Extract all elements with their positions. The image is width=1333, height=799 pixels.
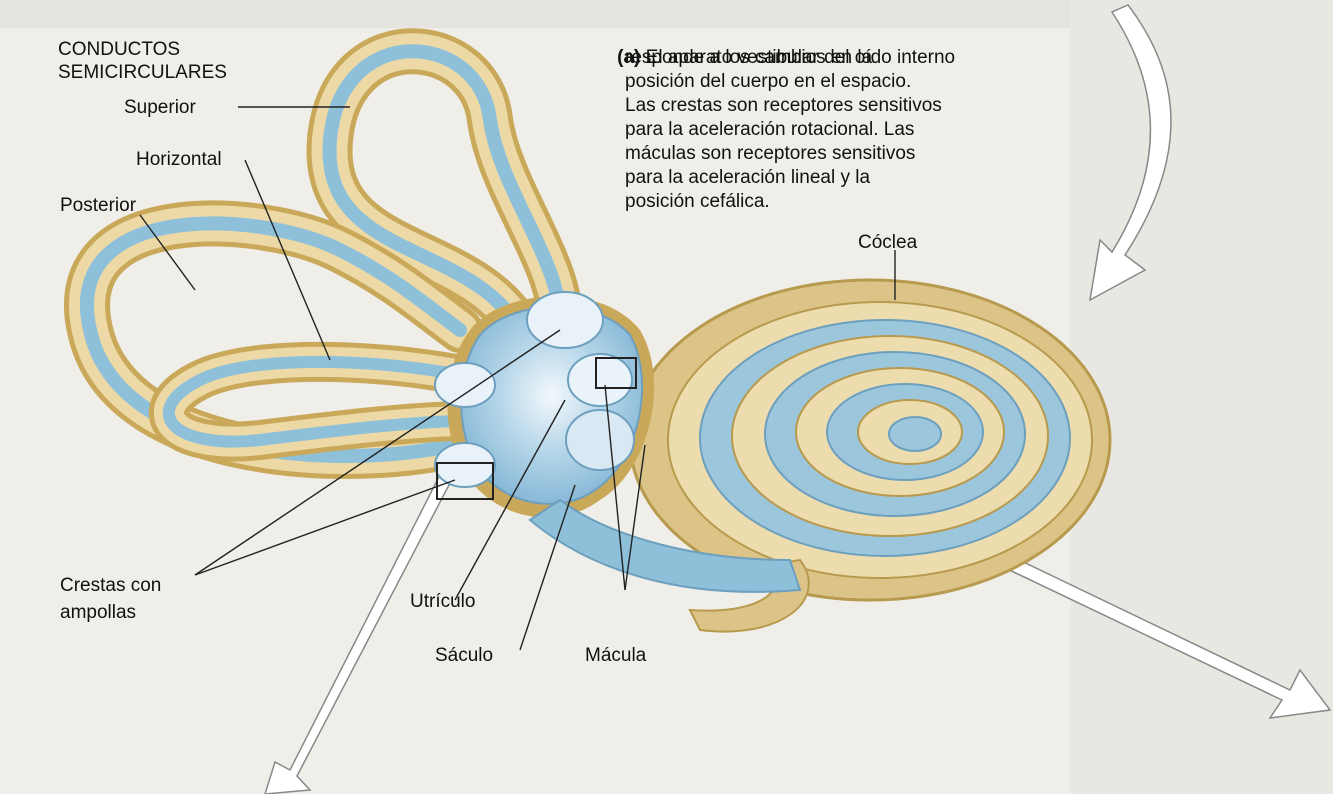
right-column-background — [1070, 0, 1333, 794]
caption-line-6: máculas son receptores sensitivos — [625, 142, 915, 166]
caption-line-7: para la aceleración lineal y la — [625, 166, 870, 190]
utricle-macula — [568, 354, 632, 406]
caption-line-3: posición del cuerpo en el espacio. — [625, 70, 911, 94]
semicircular-canals-title: CONDUCTOS SEMICIRCULARES — [58, 38, 227, 84]
label-macula: Mácula — [585, 644, 646, 667]
caption-line-5: para la aceleración rotacional. Las — [625, 118, 914, 142]
label-horizontal: Horizontal — [136, 148, 222, 171]
label-superior: Superior — [124, 96, 196, 119]
caption-line-2: responde a los cambios en la — [625, 46, 872, 70]
caption-line-4: Las crestas son receptores sensitivos — [625, 94, 942, 118]
saccule — [566, 410, 634, 470]
label-posterior: Posterior — [60, 194, 136, 217]
label-crestas-con-ampollas: Crestas con ampollas — [60, 572, 161, 626]
label-saculo: Sáculo — [435, 644, 493, 667]
ampulla-horizontal — [435, 363, 495, 407]
ampulla-superior — [527, 292, 603, 348]
label-coclea: Cóclea — [858, 231, 917, 254]
caption-line-8: posición cefálica. — [625, 190, 770, 214]
ampulla-posterior — [435, 443, 495, 487]
label-utriculo: Utrículo — [410, 590, 475, 613]
